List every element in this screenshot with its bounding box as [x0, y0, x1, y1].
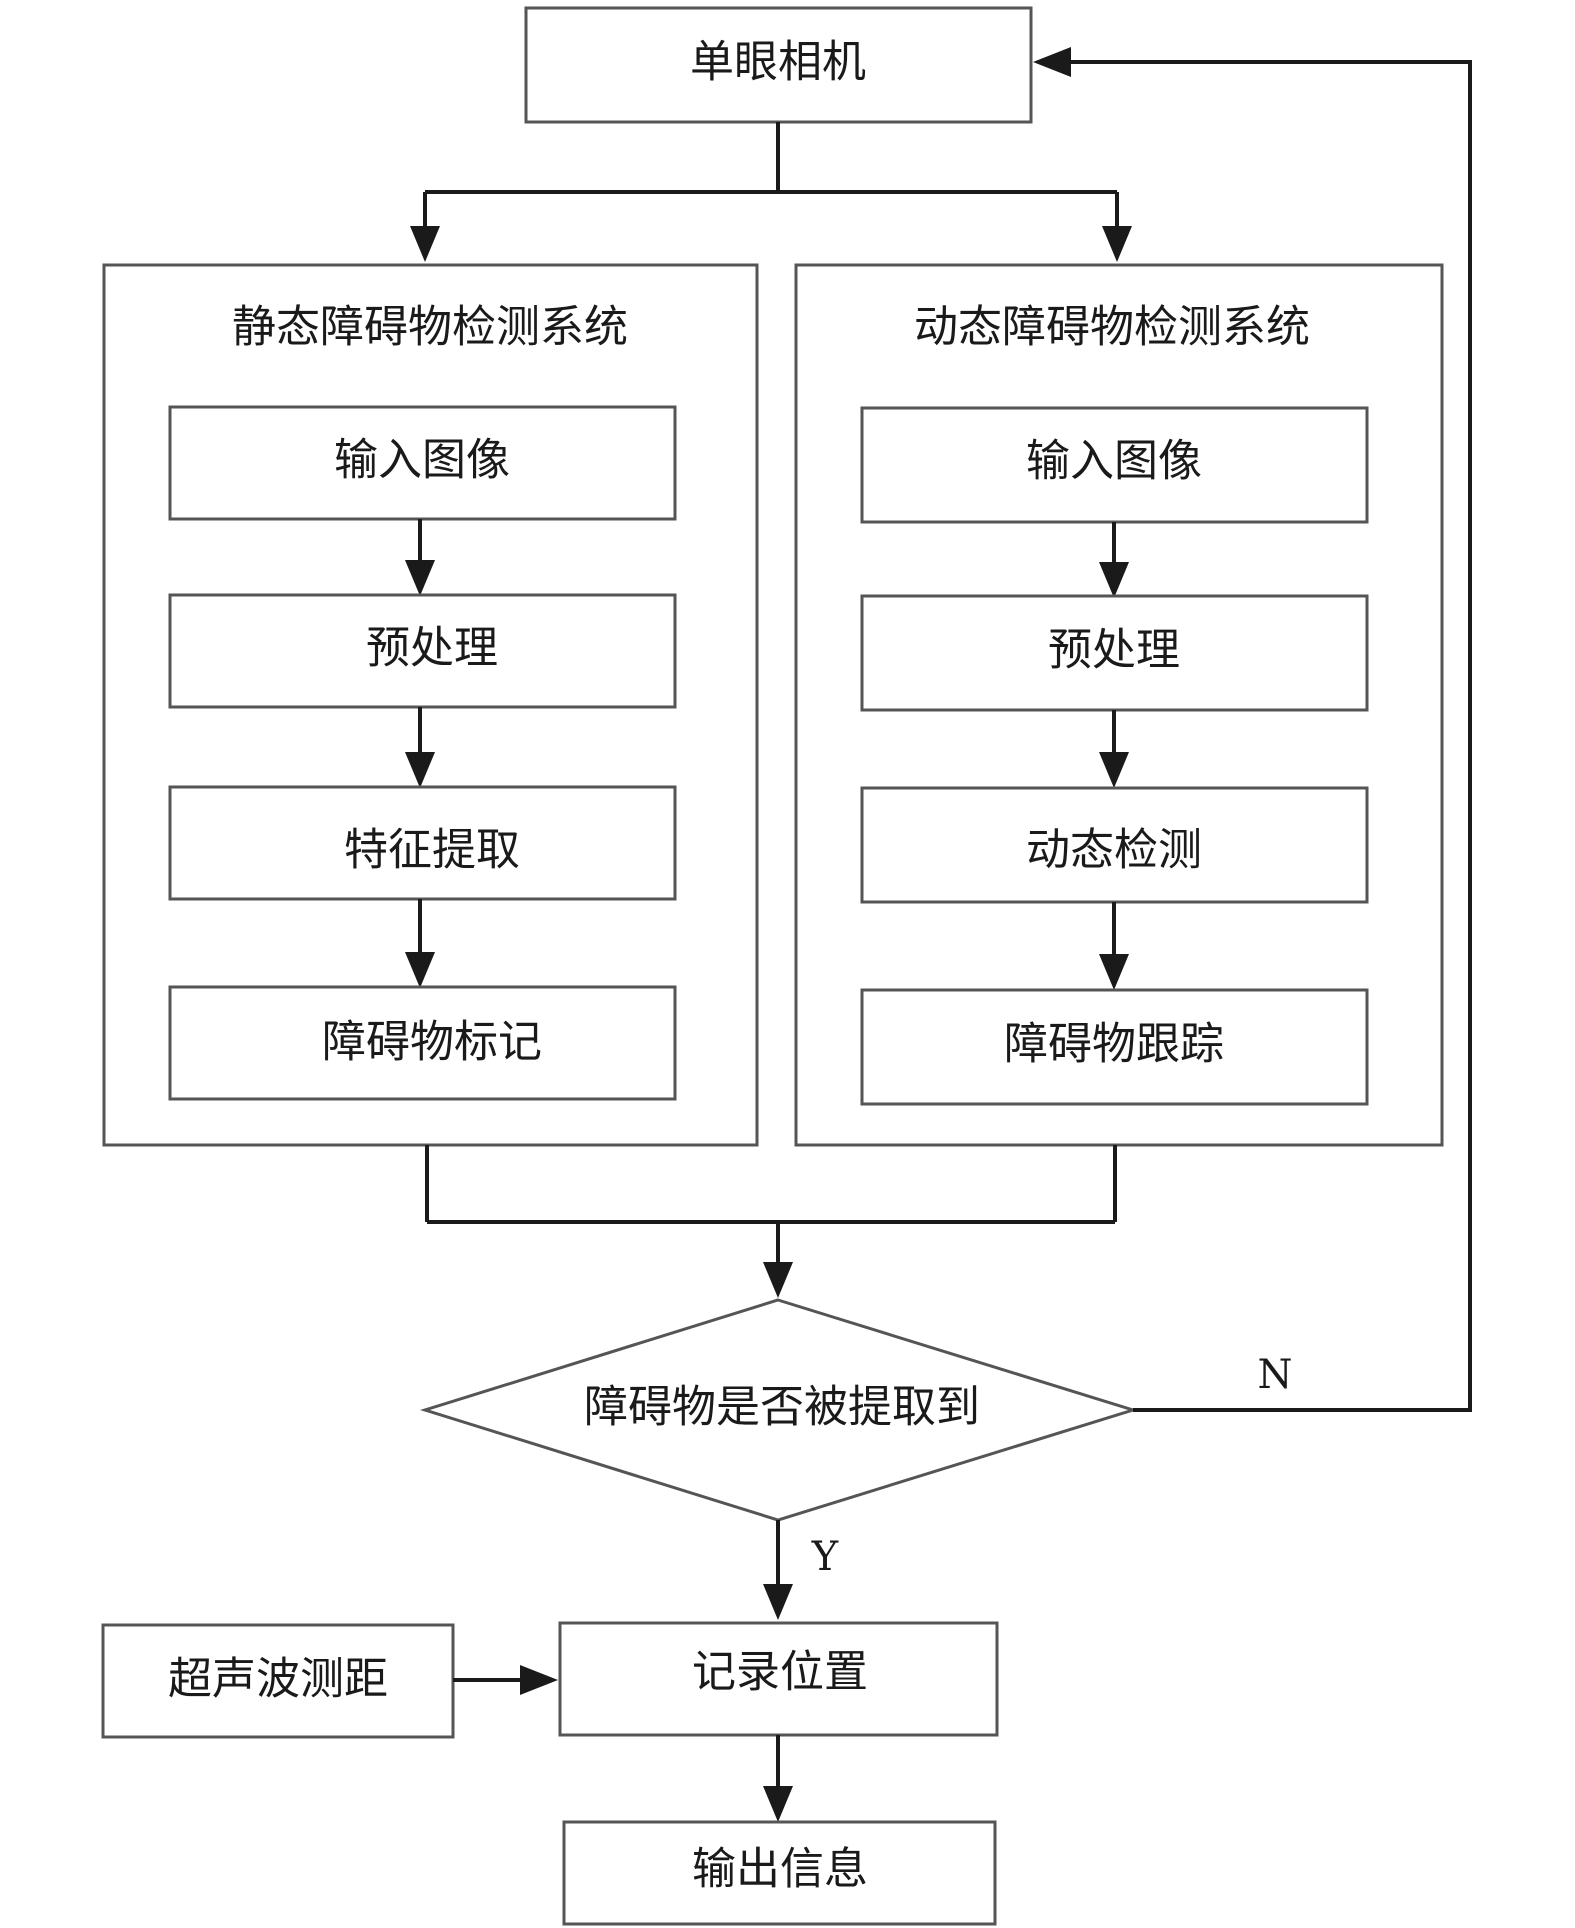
arrowhead-dynamic-2 — [1099, 752, 1129, 788]
connector-merge — [425, 1145, 1117, 1272]
arrowhead-to-static — [410, 226, 440, 262]
output-node: 输出信息 — [562, 1820, 997, 1926]
static-step-mark: 障碍物标记 — [322, 1017, 542, 1068]
static-system: 静态障碍物检测系统 输入图像 预处理 特征提取 障碍物标记 — [102, 263, 759, 1147]
static-step-input-box — [168, 405, 677, 521]
static-step-preprocess: 预处理 — [366, 623, 498, 674]
record-label: 记录位置 — [692, 1647, 868, 1698]
arrowhead-to-decision — [763, 1262, 793, 1298]
dynamic-system: 动态障碍物检测系统 输入图像 预处理 动态检测 障碍物跟踪 — [794, 263, 1444, 1147]
branch-no-label: N — [1258, 1352, 1293, 1398]
arrowhead-to-output — [763, 1786, 793, 1822]
camera-node: 单眼相机 — [524, 6, 1033, 124]
dynamic-step-track-box — [860, 988, 1369, 1106]
dynamic-step-preprocess: 预处理 — [1048, 625, 1180, 676]
ultrasonic-node: 超声波测距 — [101, 1623, 455, 1739]
ultrasonic-label: 超声波测距 — [168, 1654, 388, 1705]
branch-yes-label: Y — [811, 1534, 839, 1580]
arrowhead-ultrasonic — [520, 1665, 558, 1695]
static-step-feature-box — [168, 785, 677, 901]
camera-label: 单眼相机 — [690, 37, 866, 88]
dynamic-step-input-box — [860, 406, 1369, 524]
output-label: 输出信息 — [692, 1844, 868, 1895]
static-step-preprocess-box — [168, 593, 677, 709]
arrowhead-dynamic-3 — [1099, 954, 1129, 990]
static-step-mark-box — [168, 985, 677, 1101]
connector-feedback-no — [1060, 60, 1472, 1412]
connector-camera-split — [423, 122, 1119, 240]
static-step-input: 输入图像 — [334, 435, 510, 486]
static-step-feature: 特征提取 — [344, 825, 520, 876]
arrowhead-static-3 — [405, 952, 435, 988]
dynamic-step-detect-box — [860, 786, 1369, 904]
decision-node: 障碍物是否被提取到 — [419, 1298, 1139, 1522]
record-node: 记录位置 — [558, 1621, 999, 1737]
dynamic-step-input: 输入图像 — [1026, 436, 1202, 487]
static-system-title: 静态障碍物检测系统 — [232, 302, 628, 353]
arrowhead-to-dynamic — [1102, 226, 1132, 262]
dynamic-step-track: 障碍物跟踪 — [1004, 1019, 1224, 1070]
arrowhead-static-2 — [405, 752, 435, 788]
decision-label: 障碍物是否被提取到 — [584, 1382, 980, 1433]
arrowhead-dynamic-1 — [1099, 562, 1129, 598]
arrowhead-feedback-to-camera — [1033, 47, 1071, 77]
dynamic-step-detect: 动态检测 — [1026, 825, 1202, 876]
arrowhead-to-record — [763, 1584, 793, 1620]
arrowhead-static-1 — [405, 560, 435, 596]
dynamic-system-title: 动态障碍物检测系统 — [914, 302, 1310, 353]
